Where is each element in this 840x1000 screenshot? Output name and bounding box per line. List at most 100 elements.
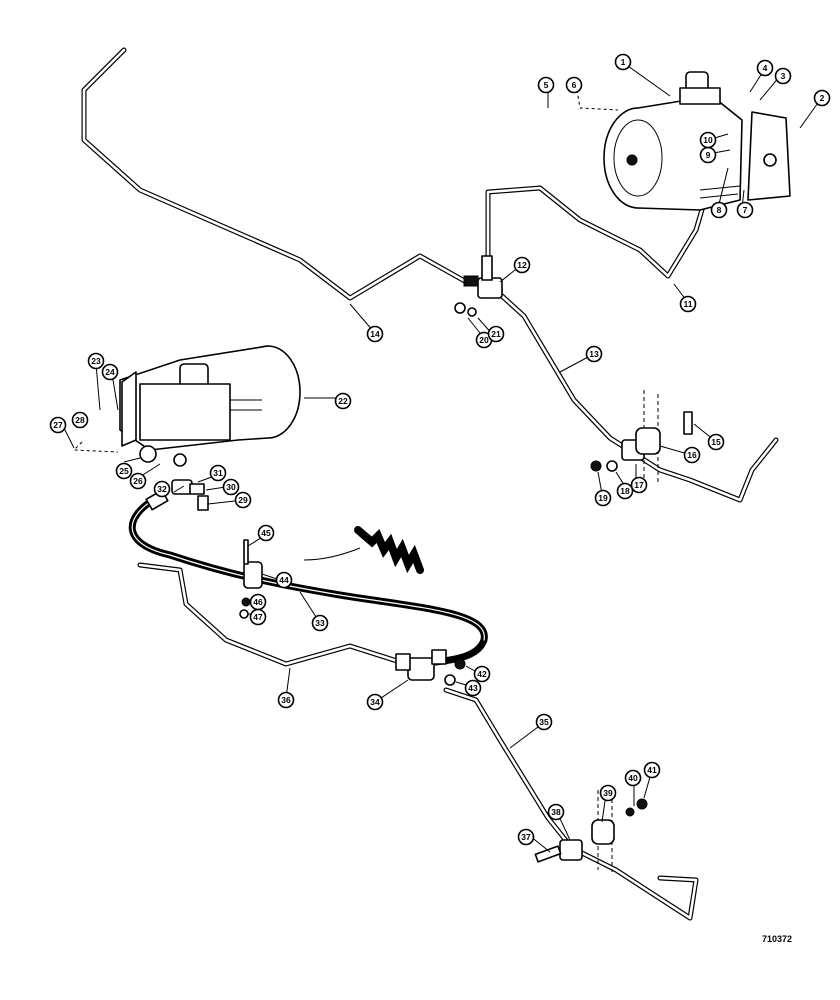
hose-clamp xyxy=(239,539,263,619)
callout-32: 32 xyxy=(153,480,171,498)
callout-12: 12 xyxy=(513,256,531,274)
callout-31: 31 xyxy=(209,464,227,482)
callout-9: 9 xyxy=(699,146,717,164)
svg-text:1: 1 xyxy=(621,57,626,67)
callout-14: 14 xyxy=(366,325,384,343)
svg-text:33: 33 xyxy=(315,618,325,628)
callout-44: 44 xyxy=(275,571,293,589)
svg-text:4: 4 xyxy=(763,63,768,73)
svg-text:34: 34 xyxy=(370,697,380,707)
svg-text:39: 39 xyxy=(603,788,613,798)
tee-fitting xyxy=(454,255,503,317)
callout-33: 33 xyxy=(311,614,329,632)
callout-37: 37 xyxy=(517,828,535,846)
callout-5: 5 xyxy=(537,76,555,94)
callout-42: 42 xyxy=(473,665,491,683)
svg-text:20: 20 xyxy=(479,335,489,345)
callouts: 1 2 3 4 5 6 7 8 9 10 11 12 13 14 15 16 1… xyxy=(49,53,831,846)
svg-text:12: 12 xyxy=(517,260,527,270)
svg-text:38: 38 xyxy=(551,807,561,817)
svg-text:26: 26 xyxy=(133,476,143,486)
svg-text:31: 31 xyxy=(213,468,223,478)
callout-29: 29 xyxy=(234,491,252,509)
callout-35: 35 xyxy=(535,713,553,731)
callout-1: 1 xyxy=(614,53,632,71)
callout-41: 41 xyxy=(643,761,661,779)
callout-13: 13 xyxy=(585,345,603,363)
callout-45: 45 xyxy=(257,524,275,542)
callout-40: 40 xyxy=(624,769,642,787)
callout-27: 27 xyxy=(49,416,67,434)
svg-text:16: 16 xyxy=(687,450,697,460)
brake-hose xyxy=(128,494,488,666)
callout-16: 16 xyxy=(683,446,701,464)
tube-clip-lower xyxy=(534,790,648,872)
svg-text:29: 29 xyxy=(238,495,248,505)
svg-text:27: 27 xyxy=(53,420,63,430)
svg-text:40: 40 xyxy=(628,773,638,783)
svg-text:35: 35 xyxy=(539,717,549,727)
svg-text:21: 21 xyxy=(491,329,501,339)
coil-spring xyxy=(303,526,424,574)
callout-2: 2 xyxy=(813,89,831,107)
svg-text:3: 3 xyxy=(781,71,786,81)
svg-text:36: 36 xyxy=(281,695,291,705)
callout-15: 15 xyxy=(707,433,725,451)
callout-28: 28 xyxy=(71,411,89,429)
callout-4: 4 xyxy=(756,59,774,77)
callout-43: 43 xyxy=(464,679,482,697)
callout-26: 26 xyxy=(129,472,147,490)
callout-10: 10 xyxy=(699,131,717,149)
callout-8: 8 xyxy=(710,201,728,219)
svg-text:19: 19 xyxy=(598,493,608,503)
callout-17: 17 xyxy=(630,476,648,494)
svg-text:24: 24 xyxy=(105,367,115,377)
callout-6: 6 xyxy=(565,76,583,94)
svg-text:30: 30 xyxy=(226,482,236,492)
callout-3: 3 xyxy=(774,67,792,85)
svg-text:2: 2 xyxy=(820,93,825,103)
svg-text:37: 37 xyxy=(521,832,531,842)
callout-18: 18 xyxy=(616,482,634,500)
svg-text:17: 17 xyxy=(634,480,644,490)
callout-24: 24 xyxy=(101,363,119,381)
callout-34: 34 xyxy=(366,693,384,711)
callout-21: 21 xyxy=(487,325,505,343)
callout-47: 47 xyxy=(249,608,267,626)
svg-text:41: 41 xyxy=(647,765,657,775)
svg-text:15: 15 xyxy=(711,437,721,447)
svg-text:13: 13 xyxy=(589,349,599,359)
callout-38: 38 xyxy=(547,803,565,821)
master-cylinder-top xyxy=(603,71,791,211)
svg-text:22: 22 xyxy=(338,396,348,406)
svg-text:5: 5 xyxy=(544,80,549,90)
svg-text:25: 25 xyxy=(119,466,129,476)
callout-46: 46 xyxy=(249,593,267,611)
junction-connector xyxy=(395,649,466,686)
svg-text:47: 47 xyxy=(253,612,263,622)
callout-7: 7 xyxy=(736,201,754,219)
master-cylinder-lower xyxy=(119,345,301,467)
tube-clip-upper xyxy=(590,390,693,484)
svg-text:18: 18 xyxy=(620,486,630,496)
svg-text:11: 11 xyxy=(684,299,693,309)
svg-text:45: 45 xyxy=(261,528,271,538)
brake-tubes xyxy=(81,47,779,921)
callout-36: 36 xyxy=(277,691,295,709)
svg-text:32: 32 xyxy=(157,484,167,494)
callout-23: 23 xyxy=(87,352,105,370)
callout-11: 11 xyxy=(679,295,697,313)
svg-text:9: 9 xyxy=(706,150,711,160)
callout-19: 19 xyxy=(594,489,612,507)
svg-text:8: 8 xyxy=(717,205,722,215)
svg-text:6: 6 xyxy=(572,80,577,90)
svg-text:10: 10 xyxy=(703,135,713,145)
figure-reference-number: 710372 xyxy=(762,934,792,944)
svg-text:46: 46 xyxy=(253,597,263,607)
callout-22: 22 xyxy=(334,392,352,410)
callout-39: 39 xyxy=(599,784,617,802)
svg-text:42: 42 xyxy=(477,669,487,679)
callout-25: 25 xyxy=(115,462,133,480)
svg-text:7: 7 xyxy=(743,205,748,215)
